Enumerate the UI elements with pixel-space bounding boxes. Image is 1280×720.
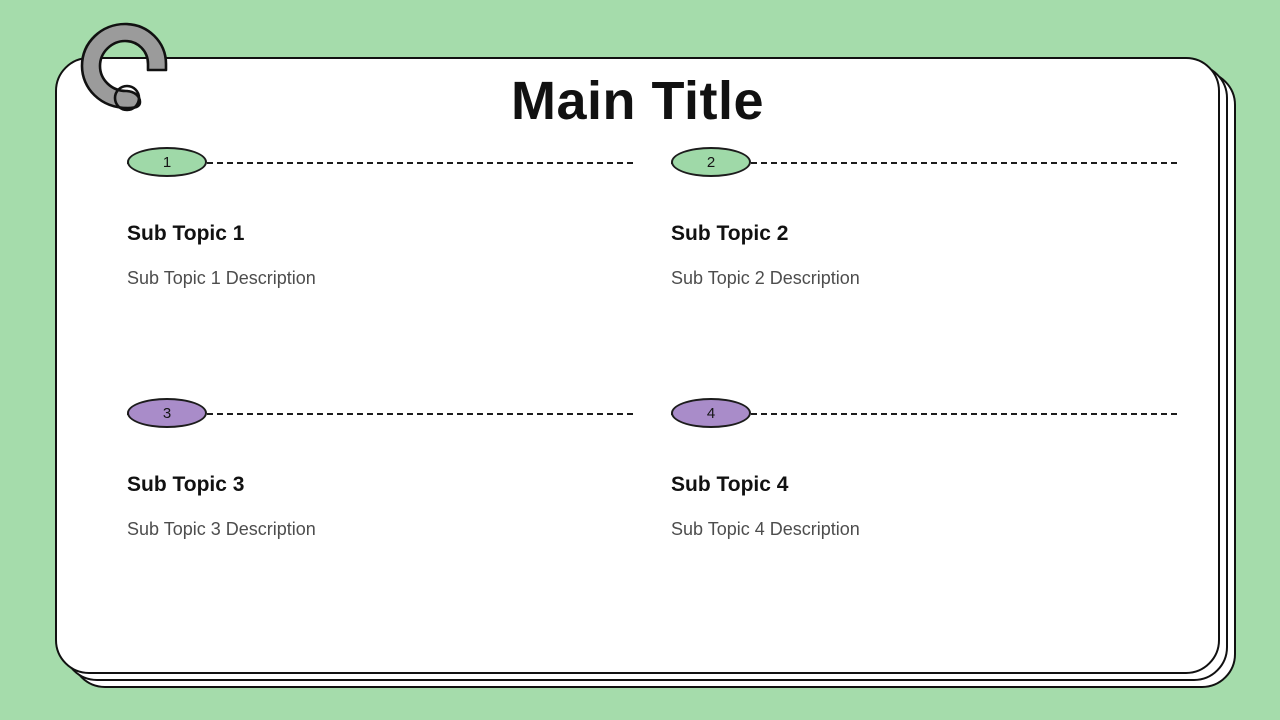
topic-marker-row-3: 3 (127, 398, 633, 430)
dashed-connector-2 (671, 162, 1177, 164)
topic-cell-3: 3 Sub Topic 3 Sub Topic 3 Description (127, 398, 633, 542)
card-front-layer (55, 57, 1220, 674)
topic-marker-row-2: 2 (671, 147, 1177, 179)
card-content: Main Title 1 Sub Topic 1 Sub Topic 1 Des… (55, 57, 1220, 674)
topic-title-4: Sub Topic 4 (671, 473, 789, 496)
topic-number-badge-1[interactable]: 1 (127, 147, 207, 177)
topic-number-label-1: 1 (162, 153, 172, 171)
dashed-connector-1 (127, 162, 633, 164)
dashed-connector-4 (671, 413, 1177, 415)
topic-marker-row-1: 1 (127, 147, 633, 179)
topic-title-1: Sub Topic 1 (127, 222, 245, 245)
page-title: Main Title (510, 71, 765, 131)
topic-description-2: Sub Topic 2 Description (671, 268, 860, 289)
topic-description-3: Sub Topic 3 Description (127, 519, 316, 540)
topic-marker-row-4: 4 (671, 398, 1177, 430)
topic-cell-1: 1 Sub Topic 1 Sub Topic 1 Description (127, 147, 633, 291)
topic-description-1: Sub Topic 1 Description (127, 268, 316, 289)
topic-number-badge-4[interactable]: 4 (671, 398, 751, 428)
topic-number-label-3: 3 (162, 404, 172, 422)
topic-cell-2: 2 Sub Topic 2 Sub Topic 2 Description (671, 147, 1177, 291)
topic-title-2: Sub Topic 2 (671, 222, 789, 245)
topic-number-badge-3[interactable]: 3 (127, 398, 207, 428)
topic-cell-4: 4 Sub Topic 4 Sub Topic 4 Description (671, 398, 1177, 542)
topic-number-label-4: 4 (706, 404, 716, 422)
dashed-connector-3 (127, 413, 633, 415)
topic-description-4: Sub Topic 4 Description (671, 519, 860, 540)
topic-title-3: Sub Topic 3 (127, 473, 245, 496)
topic-number-label-2: 2 (706, 153, 716, 171)
topic-number-badge-2[interactable]: 2 (671, 147, 751, 177)
